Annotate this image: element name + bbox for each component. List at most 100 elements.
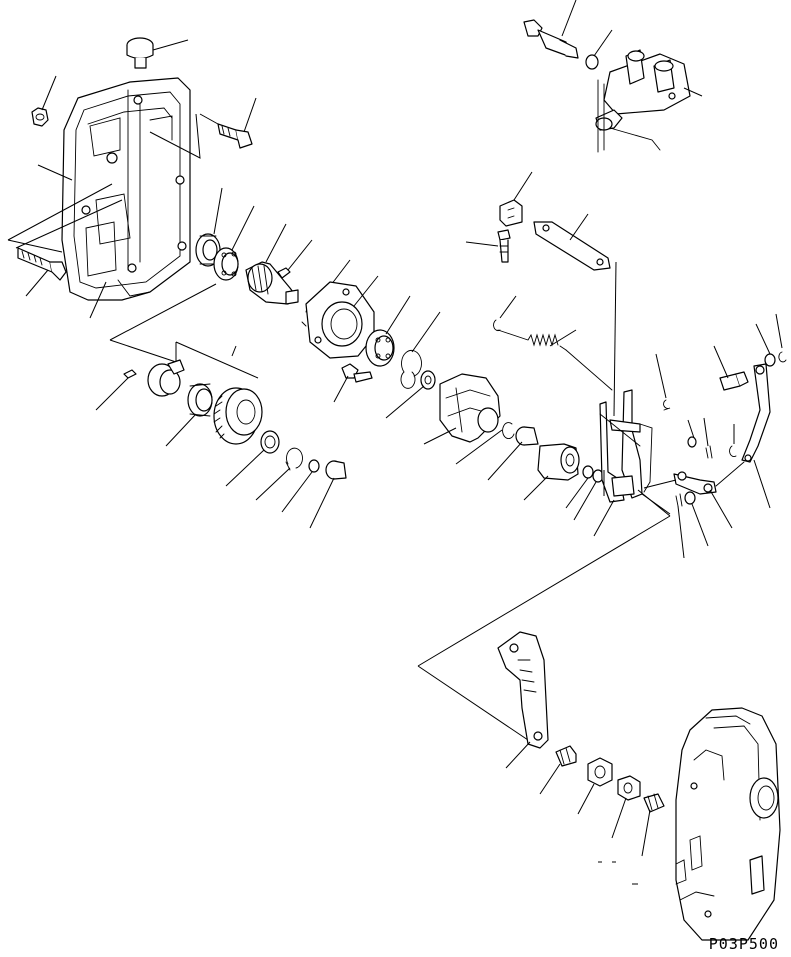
- bracket-line: [110, 284, 258, 378]
- split-pin: [664, 400, 670, 410]
- leader-line: [594, 30, 612, 56]
- stud-bolt: [218, 124, 252, 148]
- flyweight-holder: [148, 360, 184, 396]
- plug: [127, 38, 153, 68]
- bearing-4: [188, 384, 212, 416]
- washer-4: [583, 466, 593, 478]
- leader-line: [334, 376, 348, 402]
- leader-line: [310, 478, 334, 528]
- leader-line: [42, 76, 56, 110]
- washer-top: [586, 55, 598, 69]
- leader-line: [266, 224, 286, 262]
- leader-line: [90, 282, 106, 318]
- stopper-bolt: [644, 794, 664, 812]
- split-pin-b: [706, 446, 712, 458]
- adjusting-screw: [524, 20, 578, 58]
- lock-nut: [588, 758, 612, 786]
- small-marks: [598, 862, 638, 884]
- adjusting-bolt: [556, 746, 576, 766]
- snap-ring-2: [286, 448, 303, 470]
- washer-6: [685, 492, 695, 504]
- hex-nut: [618, 776, 640, 800]
- leader-line: [704, 418, 708, 446]
- leader-line: [466, 242, 498, 246]
- leader-line: [714, 346, 728, 378]
- bearing-2: [214, 248, 238, 280]
- leader-line: [456, 430, 502, 464]
- leader-line: [710, 490, 732, 528]
- leader-line: [500, 296, 516, 318]
- leader-line: [574, 482, 596, 520]
- washer: [421, 371, 435, 389]
- drawing-code: P03P500: [708, 935, 779, 953]
- leader-line: [514, 172, 532, 200]
- leader-line: [232, 206, 254, 250]
- leader-line: [692, 504, 708, 546]
- key: [278, 268, 290, 278]
- bracket-line: [150, 114, 218, 158]
- small-washer-a: [688, 437, 696, 447]
- leader-line: [153, 40, 188, 50]
- leader-line: [524, 476, 548, 500]
- clip-c: [730, 446, 736, 457]
- nut: [32, 108, 48, 126]
- bearing-3: [366, 330, 394, 366]
- collar: [516, 427, 538, 445]
- bolt: [18, 248, 66, 280]
- bolt-right: [720, 372, 748, 390]
- leader-line: [756, 324, 770, 354]
- leader-line: [166, 414, 196, 446]
- leader-line: [26, 270, 48, 296]
- retaining-ring: [401, 350, 422, 388]
- sleeve: [538, 444, 579, 480]
- bolt-small: [342, 364, 372, 382]
- bushing: [326, 461, 346, 479]
- leader-line: [594, 500, 614, 536]
- pin: [124, 370, 136, 378]
- leader-line: [96, 378, 128, 410]
- bracket-line: [418, 490, 670, 740]
- leader-line: [562, 0, 576, 36]
- leader-line: [612, 798, 626, 838]
- leader-line: [282, 472, 312, 512]
- leader-line: [642, 810, 650, 856]
- leader-line: [214, 188, 222, 234]
- governor-lever-body: [440, 374, 500, 442]
- connecting-rod: [674, 462, 744, 494]
- leader-line: [288, 240, 312, 270]
- leader-line: [226, 450, 264, 486]
- leader-line: [688, 420, 694, 438]
- leader-line: [38, 165, 72, 180]
- lever-assy: [600, 390, 652, 502]
- pin-small: [676, 494, 682, 506]
- control-lever: [498, 632, 548, 748]
- bearing-housing: [306, 282, 374, 358]
- clip-right: [779, 352, 786, 362]
- washer-3: [309, 460, 319, 472]
- leader-line: [244, 98, 256, 132]
- leader-line: [386, 296, 410, 334]
- washer-2: [261, 431, 279, 453]
- governor-spring: [494, 320, 612, 390]
- governor-cover: [62, 78, 190, 300]
- leader-line: [354, 276, 378, 306]
- leader-line: [386, 386, 424, 418]
- leader-line: [506, 742, 530, 768]
- leader-line: [488, 442, 522, 480]
- c-ring: [503, 423, 514, 439]
- leader-line: [570, 214, 588, 240]
- drive-shaft: [246, 262, 298, 304]
- bracket-line: [8, 184, 122, 252]
- leader-line: [684, 88, 702, 96]
- bracket: [500, 200, 522, 226]
- leader-line: [412, 312, 440, 352]
- leader-line: [256, 468, 290, 500]
- leader-line: [540, 764, 560, 794]
- leader-line: [550, 330, 576, 346]
- leader-line: [754, 460, 770, 508]
- link-plate: [534, 222, 610, 270]
- leader-line: [578, 784, 594, 814]
- leader-line: [776, 314, 782, 348]
- stop-solenoid-assy: [596, 50, 690, 152]
